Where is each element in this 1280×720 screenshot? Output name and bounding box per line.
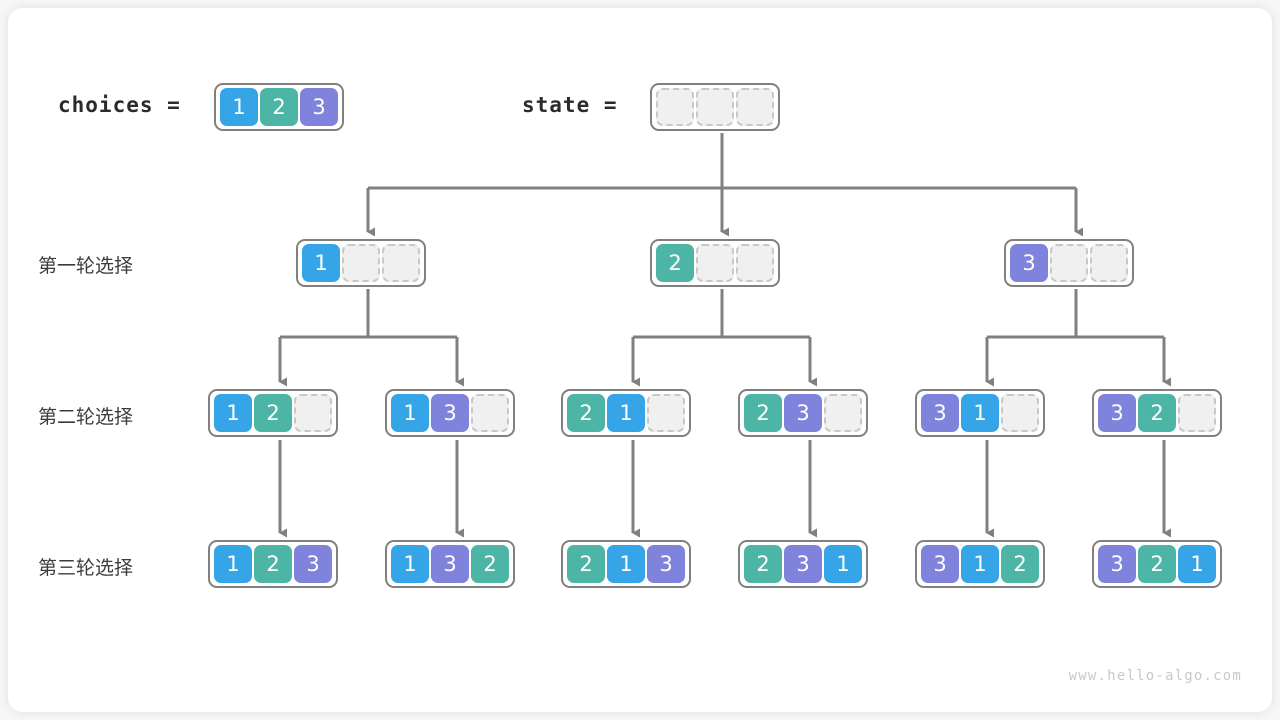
row-label-round-3: 第三轮选择 (38, 558, 134, 579)
tree-node-l1-1: 2 (650, 239, 780, 287)
cell: 1 (214, 545, 252, 583)
cell: 3 (431, 545, 469, 583)
cell (647, 394, 685, 432)
tree-node-l3-5: 3 2 1 (1092, 540, 1222, 588)
cell: 2 (656, 244, 694, 282)
cell (1090, 244, 1128, 282)
tree-node-l3-3: 2 3 1 (738, 540, 868, 588)
cell: 2 (744, 394, 782, 432)
tree-node-l3-4: 3 1 2 (915, 540, 1045, 588)
state-cell-1 (696, 88, 734, 126)
tree-node-l3-0: 1 2 3 (208, 540, 338, 588)
cell: 3 (647, 545, 685, 583)
cell: 3 (784, 394, 822, 432)
choices-cell-1: 2 (260, 88, 298, 126)
cell: 2 (254, 394, 292, 432)
cell (1001, 394, 1039, 432)
tree-node-l1-2: 3 (1004, 239, 1134, 287)
cell: 1 (302, 244, 340, 282)
cell (696, 244, 734, 282)
cell: 2 (254, 545, 292, 583)
cell (736, 244, 774, 282)
state-cell-0 (656, 88, 694, 126)
state-array (650, 83, 780, 131)
cell: 2 (1001, 545, 1039, 583)
cell: 2 (1138, 545, 1176, 583)
choices-cell-0: 1 (220, 88, 258, 126)
cell (1178, 394, 1216, 432)
cell: 3 (1098, 394, 1136, 432)
cell: 3 (921, 545, 959, 583)
cell (382, 244, 420, 282)
row-label-round-1: 第一轮选择 (38, 256, 134, 277)
cell: 1 (607, 545, 645, 583)
cell: 2 (744, 545, 782, 583)
tree-node-l3-2: 2 1 3 (561, 540, 691, 588)
cell: 3 (1010, 244, 1048, 282)
tree-node-l1-0: 1 (296, 239, 426, 287)
choices-cell-2: 3 (300, 88, 338, 126)
cell: 3 (921, 394, 959, 432)
tree-node-l2-0: 1 2 (208, 389, 338, 437)
cell: 3 (294, 545, 332, 583)
cell: 2 (471, 545, 509, 583)
tree-node-l2-3: 2 3 (738, 389, 868, 437)
tree-node-l2-1: 1 3 (385, 389, 515, 437)
cell: 1 (391, 394, 429, 432)
cell (824, 394, 862, 432)
cell: 1 (391, 545, 429, 583)
cell: 3 (431, 394, 469, 432)
cell: 1 (961, 394, 999, 432)
cell: 2 (1138, 394, 1176, 432)
tree-node-l2-5: 3 2 (1092, 389, 1222, 437)
cell: 2 (567, 545, 605, 583)
row-label-round-2: 第二轮选择 (38, 407, 134, 428)
cell: 1 (1178, 545, 1216, 583)
cell: 3 (784, 545, 822, 583)
cell: 1 (961, 545, 999, 583)
tree-node-l2-2: 2 1 (561, 389, 691, 437)
state-cell-2 (736, 88, 774, 126)
cell: 1 (824, 545, 862, 583)
cell (1050, 244, 1088, 282)
cell: 1 (607, 394, 645, 432)
site-watermark: www.hello-algo.com (1068, 668, 1242, 684)
cell (471, 394, 509, 432)
cell (342, 244, 380, 282)
cell: 1 (214, 394, 252, 432)
state-label: state = (522, 93, 618, 117)
cell (294, 394, 332, 432)
cell: 3 (1098, 545, 1136, 583)
cell: 2 (567, 394, 605, 432)
tree-node-l2-4: 3 1 (915, 389, 1045, 437)
choices-label: choices = (58, 93, 181, 117)
choices-array: 1 2 3 (214, 83, 344, 131)
tree-node-l3-1: 1 3 2 (385, 540, 515, 588)
